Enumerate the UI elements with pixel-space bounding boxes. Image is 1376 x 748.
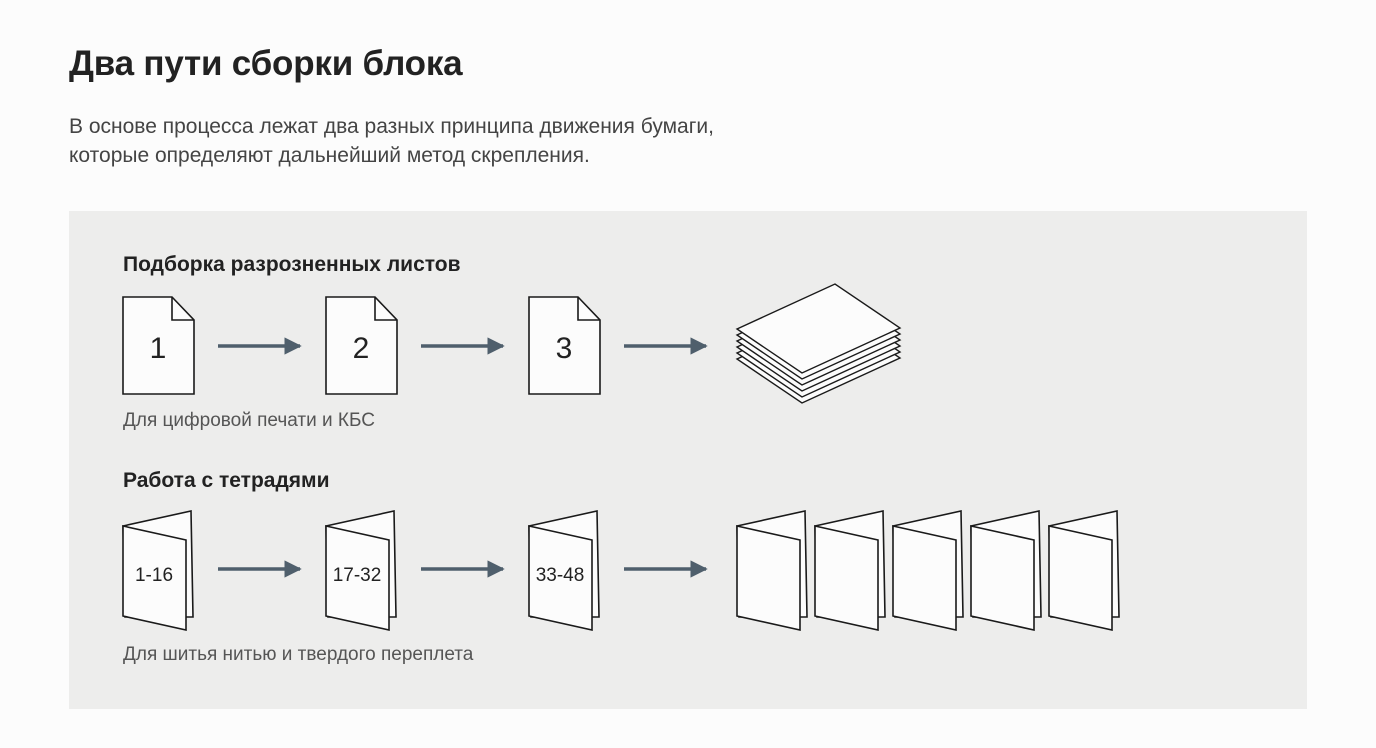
subtitle-line-2: которые определяют дальнейший метод скре…: [69, 144, 590, 167]
sheet-3-number: 3: [556, 332, 573, 365]
subtitle-line-1: В основе процесса лежат два разных принц…: [69, 115, 714, 138]
loose-sheets-caption: Для цифровой печати и КБС: [123, 410, 375, 431]
signatures-title: Работа с тетрадями: [123, 469, 330, 492]
page-subtitle: В основе процесса лежат два разных принц…: [69, 112, 829, 170]
sheet-stack-icon: [735, 283, 902, 404]
sheet-1-number: 1: [150, 332, 167, 365]
sheet-1-icon: 1: [122, 296, 195, 395]
sheet-2-number: 2: [353, 332, 370, 365]
signatures-caption: Для шитья нитью и твердого переплета: [123, 644, 474, 665]
signature-3-pages: 33-48: [536, 565, 585, 586]
signature-1-pages: 1-16: [135, 565, 173, 586]
signature-3-icon: 33-48: [528, 510, 600, 631]
signature-1-icon: 1-16: [122, 510, 194, 631]
sheet-2-icon: 2: [325, 296, 398, 395]
signature-2-pages: 17-32: [333, 565, 382, 586]
signature-2-icon: 17-32: [325, 510, 397, 631]
page-title: Два пути сборки блока: [69, 44, 463, 83]
signature-stack-icon: [736, 510, 1120, 631]
sheet-3-icon: 3: [528, 296, 601, 395]
loose-sheets-title: Подборка разрозненных листов: [123, 253, 461, 276]
